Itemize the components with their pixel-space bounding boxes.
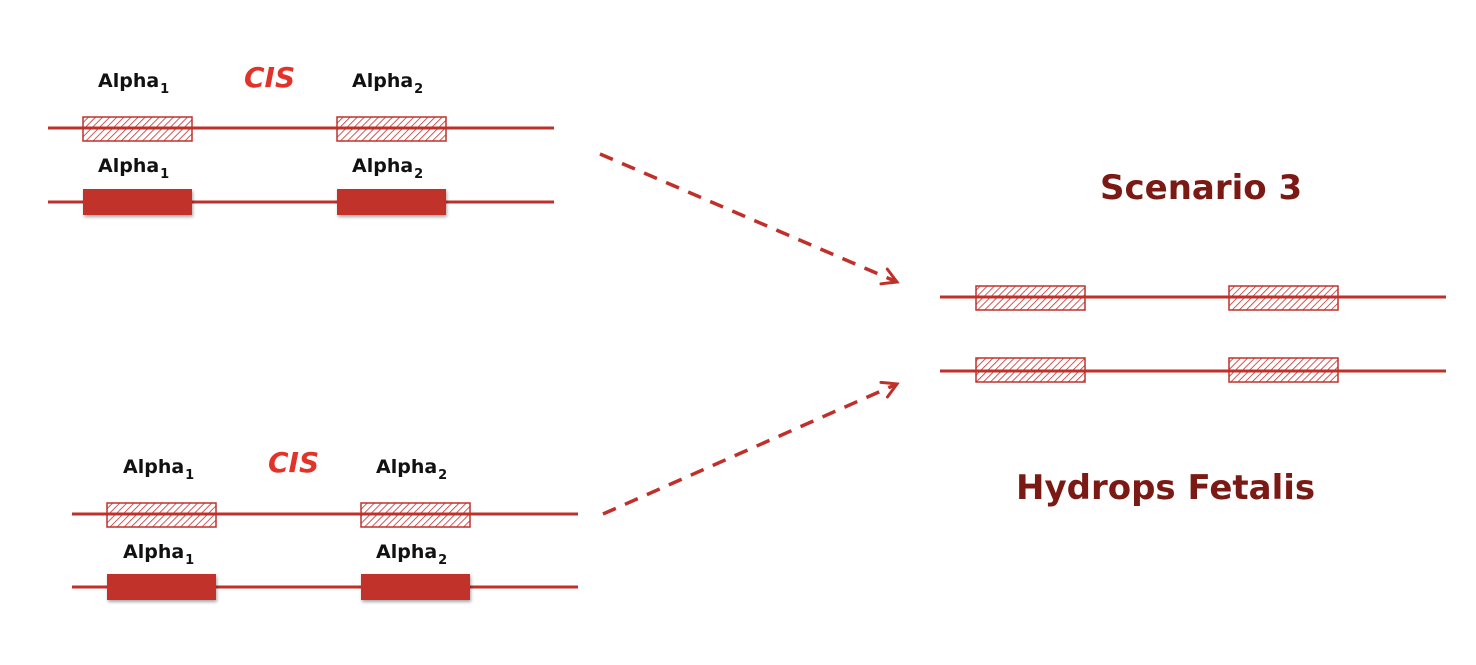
result-chromosome-b bbox=[940, 357, 1446, 383]
alpha2-normal-gene bbox=[337, 189, 446, 215]
alpha2-deleted-gene bbox=[1228, 285, 1339, 311]
bottom-a-alpha2-label: Alpha2 bbox=[376, 456, 448, 483]
bottom-a-alpha1-label: Alpha1 bbox=[123, 456, 195, 483]
scenario-title: Scenario 3 bbox=[1100, 168, 1303, 208]
top-chromosome-b bbox=[48, 189, 554, 215]
alpha1-deleted-gene bbox=[106, 502, 217, 528]
top-group bbox=[48, 116, 554, 215]
result-chromosome-a bbox=[940, 285, 1446, 311]
alpha2-deleted-gene bbox=[336, 116, 447, 142]
top-b-alpha2-label: Alpha2 bbox=[352, 155, 424, 182]
bottom-chromosome-b bbox=[72, 574, 578, 600]
alpha1-deleted-gene bbox=[82, 116, 193, 142]
alpha2-normal-gene bbox=[361, 574, 470, 600]
top-cis-label: CIS bbox=[244, 61, 296, 94]
outcome-title: Hydrops Fetalis bbox=[1016, 468, 1316, 508]
bottom-b-alpha2-label: Alpha2 bbox=[376, 541, 448, 568]
alpha1-deleted-gene bbox=[975, 285, 1086, 311]
top-b-alpha1-label: Alpha1 bbox=[98, 155, 170, 182]
top-chromosome-a bbox=[48, 116, 554, 142]
bottom-chromosome-a bbox=[72, 502, 578, 528]
alpha2-deleted-gene bbox=[360, 502, 471, 528]
top-a-alpha2-label: Alpha2 bbox=[352, 70, 424, 97]
arrow-bottom-to-result bbox=[602, 380, 900, 516]
bottom-cis-label: CIS bbox=[268, 446, 320, 479]
bottom-b-alpha1-label: Alpha1 bbox=[123, 541, 195, 568]
alpha1-normal-gene bbox=[107, 574, 216, 600]
alpha2-deleted-gene bbox=[1228, 357, 1339, 383]
bottom-group bbox=[72, 502, 578, 600]
alpha1-normal-gene bbox=[83, 189, 192, 215]
alpha1-deleted-gene bbox=[975, 357, 1086, 383]
arrow-top-to-result bbox=[599, 152, 900, 286]
result-group bbox=[940, 285, 1446, 383]
top-a-alpha1-label: Alpha1 bbox=[98, 70, 170, 97]
